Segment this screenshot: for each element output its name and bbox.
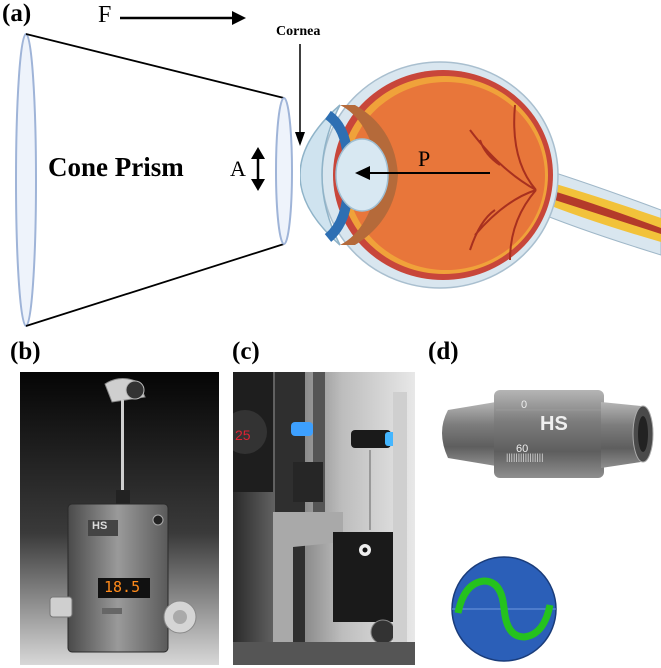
prism-scale-0: 0 <box>521 399 528 411</box>
panel-d-label: (d) <box>428 338 459 365</box>
force-arrow <box>120 11 246 25</box>
panel-b-label: (b) <box>10 338 41 365</box>
panel-a-label: (a) <box>2 0 32 27</box>
svg-text:||||||||||||||||: |||||||||||||||| <box>506 452 543 462</box>
tonometer-brand: HS <box>92 520 108 532</box>
area-double-arrow <box>251 147 265 191</box>
eye-illustration <box>300 61 661 289</box>
prism-scale-60: 60 <box>516 443 529 455</box>
tonometer-display-value: 18.5 <box>104 578 141 596</box>
tonometry-mires <box>451 556 557 662</box>
cone-prism <box>15 33 293 327</box>
tonometer-photo <box>20 372 219 665</box>
area-label: A <box>230 156 246 181</box>
cone-prism-label: Cone Prism <box>48 152 184 182</box>
svg-text:25: 25 <box>235 427 251 443</box>
cornea-pointer <box>295 44 305 146</box>
cornea-label: Cornea <box>276 24 321 39</box>
panel-c-label: (c) <box>232 338 260 365</box>
pressure-label: P <box>418 146 431 171</box>
slit-lamp-photo: 25 <box>233 372 415 665</box>
prism-brand: HS <box>540 413 568 435</box>
force-label: F <box>98 2 112 28</box>
goldmann-prism-photo: |||||||||||||||| <box>442 390 654 478</box>
